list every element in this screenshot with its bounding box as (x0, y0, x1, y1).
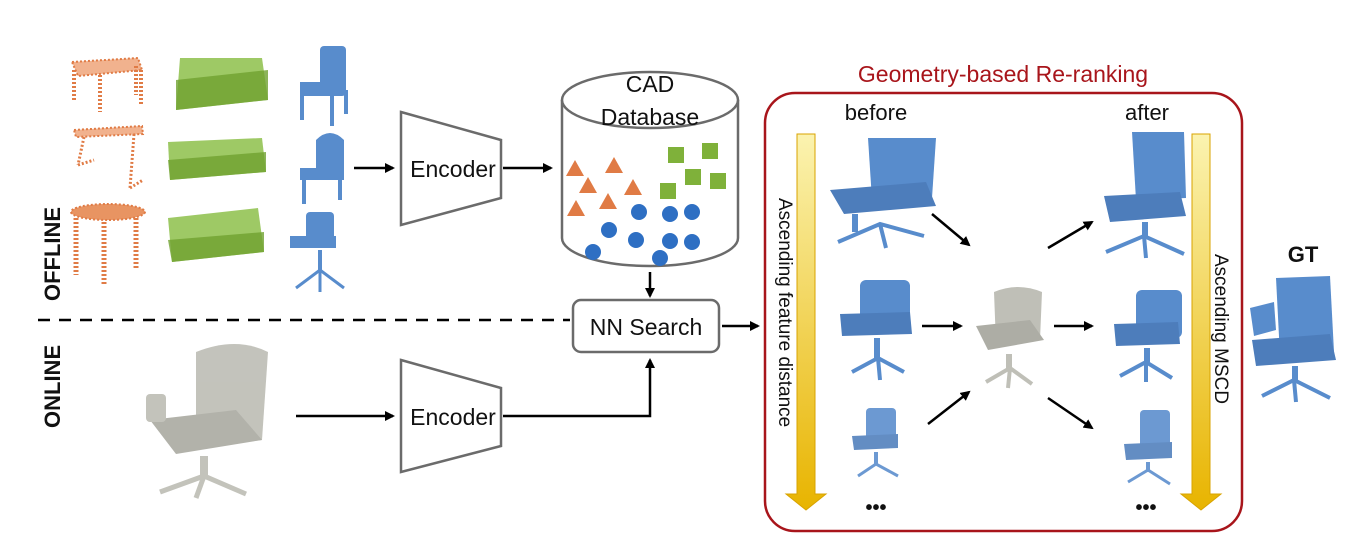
offline-shapes (70, 46, 348, 292)
rerank-title: Geometry-based Re-ranking (858, 61, 1148, 87)
table-shape-2 (72, 124, 145, 190)
encoder-bottom-label: Encoder (410, 404, 496, 430)
database-label-line2: Database (601, 104, 699, 130)
candidate-after-2 (1114, 290, 1182, 382)
chair-shape-2 (300, 133, 344, 204)
sofa-shape-3 (168, 208, 264, 262)
table-shape-1 (70, 56, 144, 112)
mscd-arrow (1179, 133, 1223, 511)
encoder-top-label: Encoder (410, 156, 496, 182)
rerank-panel (763, 91, 1244, 533)
mscd-label: Ascending MSCD (1210, 254, 1231, 404)
chair-shape-3 (290, 212, 345, 292)
rerank-after-label: after (1125, 100, 1169, 125)
rerank-before-label: before (845, 100, 907, 125)
candidate-before-3 (852, 408, 899, 478)
cad-database: CAD Database (560, 70, 740, 268)
database-label-line1: CAD (626, 71, 675, 97)
arrow-before3-to-query (927, 390, 971, 425)
arrow-before1-to-query (931, 213, 971, 247)
feature-distance-label: Ascending feature distance (774, 198, 795, 427)
online-label: ONLINE (40, 345, 65, 428)
encoder-bottom (399, 358, 503, 474)
gt-shape (1250, 276, 1336, 403)
query-scan-shape (146, 344, 268, 499)
sofa-shape-1 (176, 58, 268, 110)
ellipsis-right: ••• (1135, 497, 1156, 519)
table-feature-markers (566, 157, 642, 216)
table-shape-3 (70, 203, 146, 285)
rerank-query-shape (976, 287, 1044, 389)
candidate-after-3 (1124, 410, 1172, 486)
nn-search-box (571, 298, 721, 354)
chair-shape-1 (300, 46, 348, 126)
feature-distance-arrow (784, 133, 828, 511)
encoder-top (399, 110, 503, 227)
chair-feature-markers (585, 204, 700, 266)
candidate-after-1 (1104, 132, 1186, 259)
sofa-feature-markers (660, 143, 726, 199)
candidate-before-2 (840, 280, 912, 381)
ellipsis-left: ••• (865, 497, 886, 519)
gt-label: GT (1288, 242, 1319, 267)
arrow-query-to-after3 (1047, 396, 1094, 430)
candidate-before-1 (830, 138, 936, 249)
arrow-encoder-to-nn (503, 358, 655, 418)
arrow-query-to-after1 (1047, 220, 1094, 250)
sofa-shape-2 (168, 138, 266, 180)
offline-label: OFFLINE (40, 207, 65, 301)
nn-search-label: NN Search (590, 314, 702, 340)
